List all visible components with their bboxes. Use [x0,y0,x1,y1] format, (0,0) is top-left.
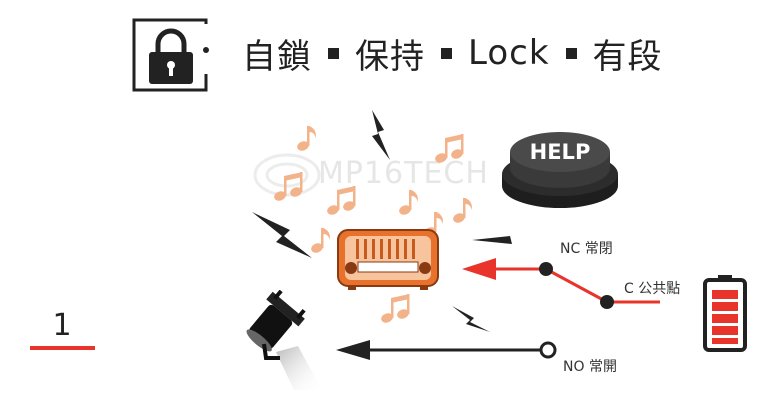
title-part-self-lock: 自鎖 [242,36,312,77]
nc-arrowhead [462,258,496,280]
title-bullet [441,47,452,59]
title-bullet [565,47,577,59]
title-part-latching: 有段 [592,36,663,77]
watermark-logo-icon [253,153,321,197]
lock-icon-frame [132,18,210,92]
battery-icon [703,275,747,352]
lightning-icon [472,236,512,244]
lock-icon [132,18,209,92]
page-title: 自鎖 保持 Lock 有段 [242,30,663,77]
lightning-icon [372,110,390,160]
nc-terminal [539,262,553,276]
title-part-hold: 保持 [355,36,425,77]
no-terminal [539,341,557,359]
title-part-lock: Lock [468,33,550,73]
step-number: 1 [52,308,72,343]
no-label: NO 常開 [563,359,617,375]
lightning-icon [452,306,490,332]
help-label: HELP [529,140,591,164]
nc-label: NC 常閉 [560,241,613,257]
common-terminal [600,295,614,309]
radio-icon [337,229,439,290]
no-arrowhead [336,340,370,360]
watermark: MP16TECH [318,156,489,191]
switch-arm [545,267,608,304]
title-bullet [328,47,339,59]
lightning-icon [252,212,312,258]
spotlight-icon [246,290,322,390]
common-label: C 公共點 [624,281,681,297]
help-button-icon [502,132,618,208]
step-underline [30,346,95,350]
